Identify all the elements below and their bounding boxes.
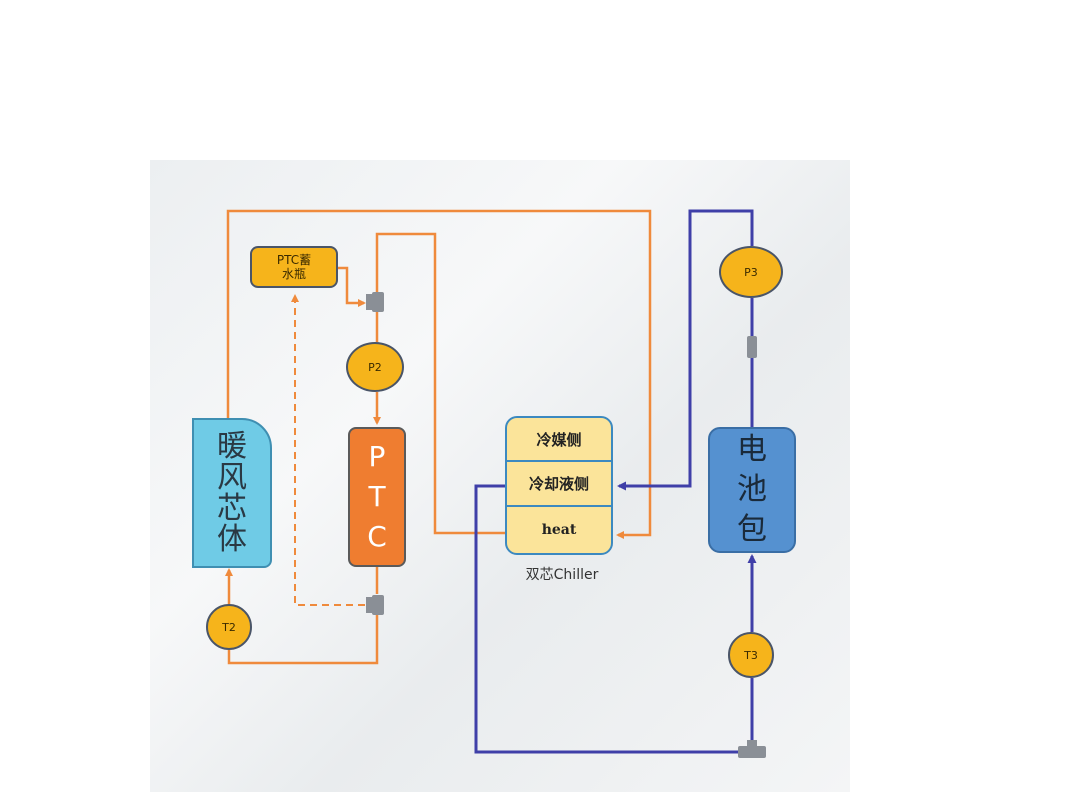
heater-core-char: 风	[217, 460, 247, 495]
tee-fitting-lower	[366, 595, 384, 615]
pump-p2: P2	[346, 342, 404, 392]
battery-char: 池	[737, 472, 767, 507]
tee-fitting-upper	[366, 292, 384, 312]
ptc-heater: P T C	[348, 427, 406, 567]
orange-loop-inner	[375, 232, 505, 535]
dashed-return-pipe	[291, 294, 365, 606]
heater-core-char: 体	[217, 522, 247, 557]
sensor-t3: T3	[728, 632, 774, 678]
battery-char: 包	[737, 512, 767, 547]
heater-core-char: 芯	[217, 491, 247, 526]
ptc-reservoir-label-1: PTC蓄	[276, 253, 312, 267]
battery-pack: 电 池 包	[708, 427, 796, 553]
blue-loop-bottom	[474, 484, 754, 754]
blue-loop-top	[617, 209, 754, 491]
tee-fitting-blue-bottom	[738, 740, 766, 758]
chiller-label: 双芯Chiller	[525, 567, 599, 583]
pump-p3: P3	[719, 246, 783, 298]
ptc-reservoir: PTC蓄 水瓶	[250, 246, 338, 288]
ptc-reservoir-label-2: 水瓶	[281, 267, 306, 281]
valve-fitting-blue	[747, 336, 757, 358]
sensor-t2: T2	[206, 604, 252, 650]
ptc-char: P	[368, 440, 386, 473]
chiller-refrigerant-side: 冷媒侧	[507, 418, 611, 462]
ptc-char: T	[368, 480, 386, 513]
dual-core-chiller: 冷媒侧 冷却液侧 heat	[505, 416, 613, 555]
heater-core-char: 暖	[217, 429, 247, 464]
battery-char: 电	[737, 432, 767, 467]
ptc-tank-pipe	[338, 266, 366, 307]
chiller-coolant-side: 冷却液侧	[507, 462, 611, 507]
orange-loop-outer	[226, 209, 652, 539]
heater-core: 暖 风 芯 体	[192, 418, 272, 568]
bottom-return-pipe	[227, 614, 379, 665]
ptc-char: C	[367, 520, 387, 553]
chiller-heat-side: heat	[541, 522, 577, 538]
